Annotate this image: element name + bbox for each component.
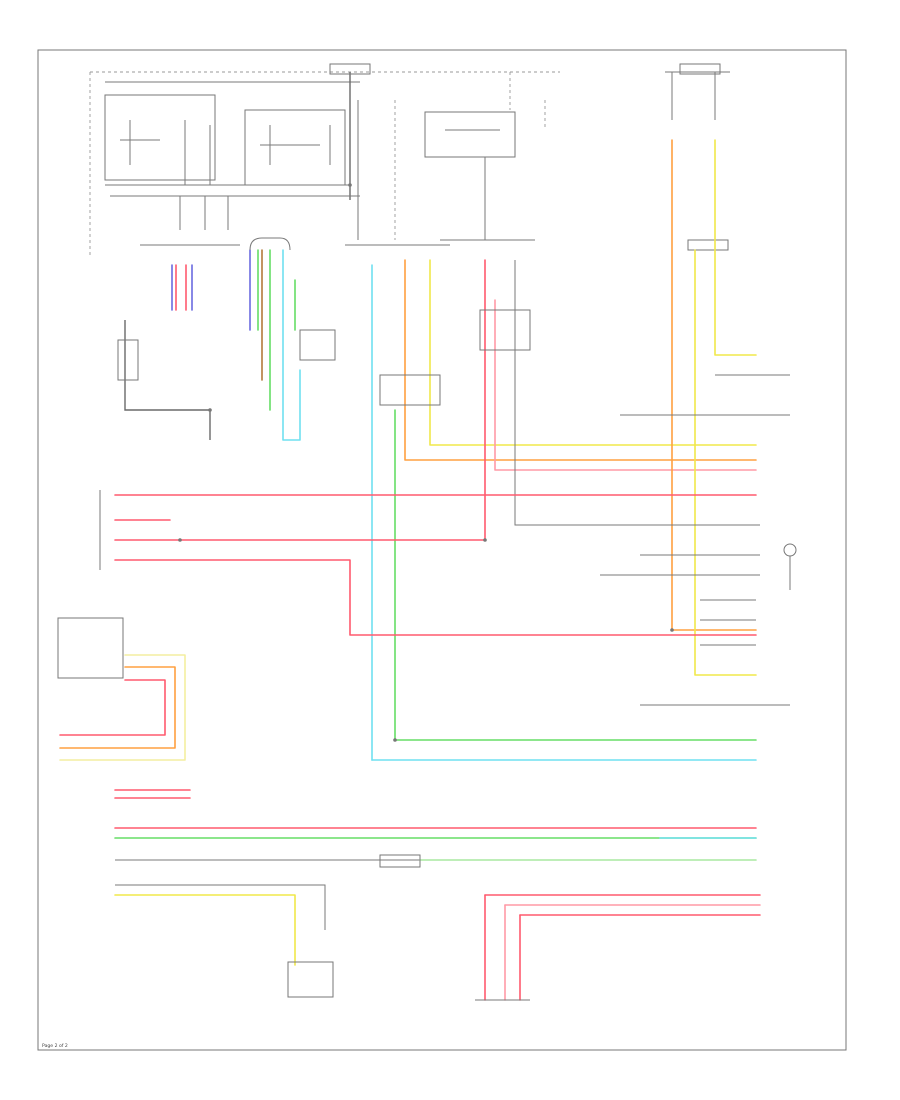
bottom-section [114, 789, 761, 1001]
horizontal-buses [57, 490, 757, 761]
diagram-frame [37, 49, 847, 1051]
center-vertical-wires [114, 259, 757, 761]
page-number: Page 2 of 2 [42, 1043, 68, 1049]
junction-dots [178, 183, 674, 742]
left-middle-wires [117, 237, 336, 441]
right-side-wires [600, 139, 797, 706]
top-power-section [89, 63, 730, 255]
